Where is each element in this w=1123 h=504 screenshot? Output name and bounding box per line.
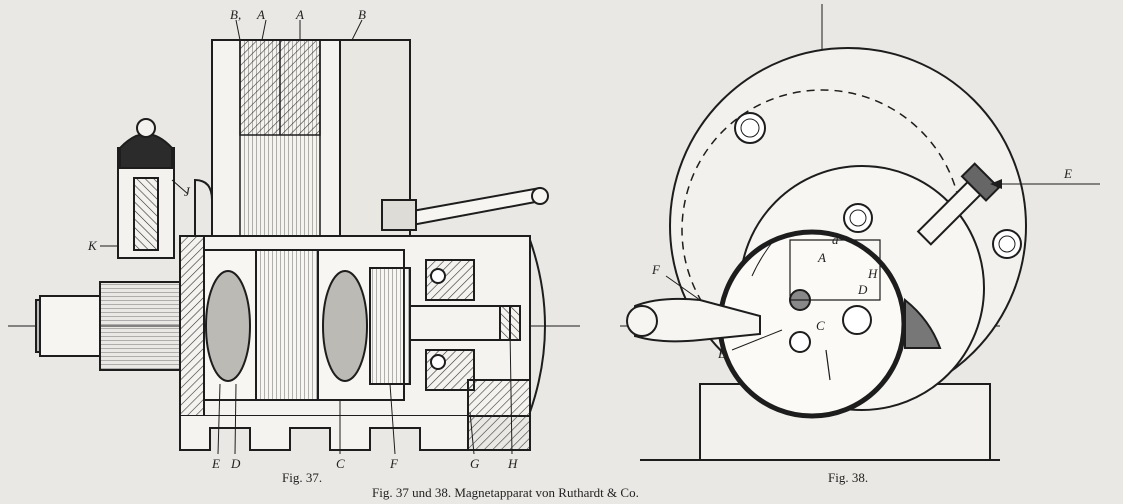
main-caption: Fig. 37 und 38. Magnetapparat von Ruthar… [372,485,639,500]
fig37-label-d: D [230,456,241,471]
figure-37-drawing [8,19,580,455]
fig37-label-k: K [87,238,98,253]
fig37-label-a2: A [295,7,304,22]
fig37-label-h: H [507,456,518,471]
fig38-label-a: A [817,250,826,265]
fig38-label-c: C [816,318,825,333]
fig37-label-f: F [389,456,399,471]
figure-38-caption: Fig. 38. [828,470,869,485]
fig37-label-e: E [211,456,220,471]
fig37-label-c: C [336,456,345,471]
fig38-label-f: F [651,262,661,277]
fig38-label-a-small: a [832,232,839,247]
fig37-label-b2: B [358,7,366,22]
figure-37-caption: Fig. 37. [282,470,323,485]
fig37-label-b1: B, [230,7,241,22]
figure-38-drawing [620,4,1100,461]
fig38-label-b: B [718,346,726,361]
fig38-label-d: D [857,282,868,297]
fig38-label-e: E [1063,166,1072,181]
fig37-label-j: J [184,184,191,199]
fig38-label-h: H [867,266,878,281]
fig37-label-g: G [470,456,480,471]
fig37-label-a1: A [256,7,265,22]
